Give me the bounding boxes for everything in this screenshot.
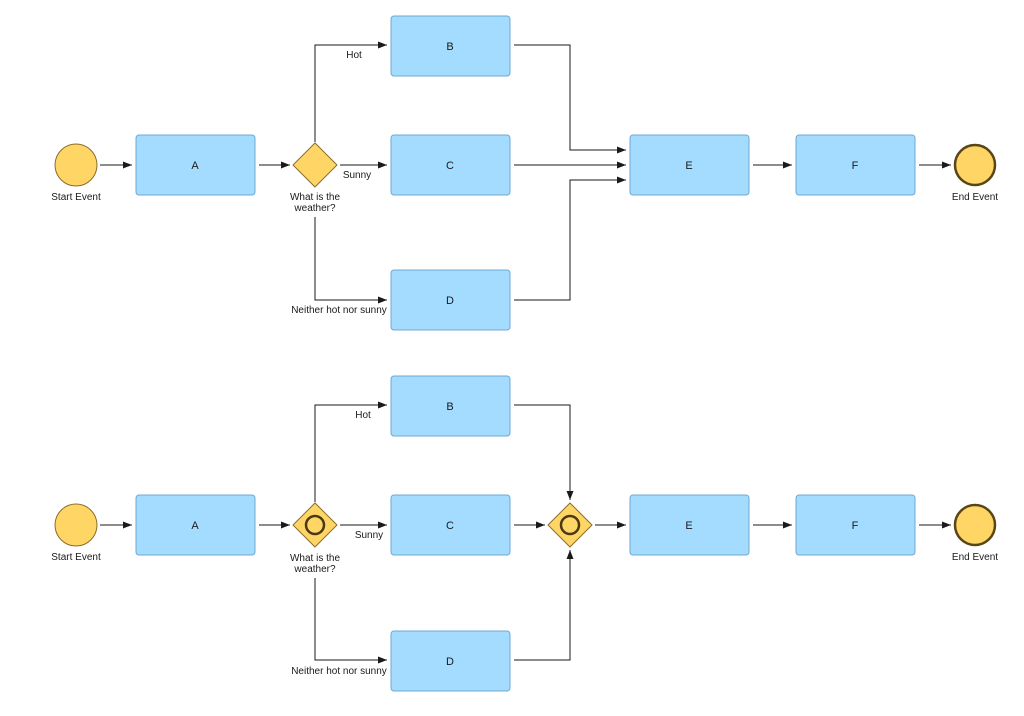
flow-gateway-to-d[interactable] — [314, 217, 387, 304]
gateway-question-line1: What is the — [290, 553, 340, 564]
task-a-label: A — [191, 160, 199, 172]
end-event[interactable]: End Event — [952, 503, 998, 563]
task-b-label: B — [446, 401, 453, 413]
task-f-box[interactable] — [795, 134, 916, 196]
task-d-box[interactable] — [390, 630, 511, 692]
task-a-box[interactable] — [135, 494, 256, 556]
gateway-question-line1: What is the — [290, 192, 340, 203]
inclusive-gateway-icon[interactable] — [547, 502, 593, 548]
task-e-box[interactable] — [629, 494, 750, 556]
flow-label-sunny: Sunny — [343, 170, 371, 181]
task-e[interactable]: E — [629, 134, 750, 196]
end-event[interactable]: End Event — [952, 143, 998, 203]
sequence-flows — [100, 401, 951, 664]
task-c-label: C — [446, 160, 454, 172]
diagram-exclusive: Start Event A What is the weather? B C D — [51, 15, 998, 331]
flow-label-neither: Neither hot nor sunny — [291, 666, 387, 677]
task-c-box[interactable] — [390, 494, 511, 556]
task-e-label: E — [685, 520, 692, 532]
flow-d-to-e[interactable] — [514, 176, 626, 301]
task-f-label: F — [852, 520, 859, 532]
task-c[interactable]: C — [390, 134, 511, 196]
gateway-question-line2: weather? — [293, 564, 336, 575]
task-d-label: D — [446, 295, 454, 307]
task-f-label: F — [852, 160, 859, 172]
flow-gateway-to-d[interactable] — [314, 578, 387, 664]
task-b[interactable]: B — [390, 15, 511, 77]
start-event[interactable]: Start Event — [51, 143, 101, 203]
task-c-box[interactable] — [390, 134, 511, 196]
flow-label-hot: Hot — [346, 50, 362, 61]
split-gateway[interactable]: What is the weather? — [290, 502, 340, 575]
flow-gateway-to-b[interactable] — [314, 41, 387, 142]
task-b-box[interactable] — [390, 15, 511, 77]
flow-label-hot: Hot — [355, 410, 371, 421]
task-f-box[interactable] — [795, 494, 916, 556]
start-event-label: Start Event — [51, 552, 101, 563]
task-e-label: E — [685, 160, 692, 172]
task-f[interactable]: F — [795, 494, 916, 556]
task-a[interactable]: A — [135, 494, 256, 556]
task-f[interactable]: F — [795, 134, 916, 196]
task-a-label: A — [191, 520, 199, 532]
inclusive-gateway-ring-icon — [304, 514, 326, 536]
task-b[interactable]: B — [390, 375, 511, 437]
flow-label-neither: Neither hot nor sunny — [291, 305, 387, 316]
end-event-circle-icon[interactable] — [953, 143, 997, 187]
flow-label-sunny: Sunny — [355, 530, 383, 541]
end-event-label: End Event — [952, 552, 998, 563]
end-event-circle-icon[interactable] — [953, 503, 997, 547]
task-b-box[interactable] — [390, 375, 511, 437]
exclusive-gateway-icon[interactable] — [292, 142, 338, 188]
task-d-box[interactable] — [390, 269, 511, 331]
task-d[interactable]: D — [390, 269, 511, 331]
flow-b-to-join[interactable] — [514, 404, 574, 500]
task-a-box[interactable] — [135, 134, 256, 196]
inclusive-gateway-icon[interactable] — [292, 502, 338, 548]
start-event[interactable]: Start Event — [51, 503, 101, 563]
diagram-inclusive: Start Event A What is the weather? B C D — [51, 375, 998, 692]
end-event-label: End Event — [952, 192, 998, 203]
split-gateway[interactable]: What is the weather? — [290, 142, 340, 214]
flow-d-to-join[interactable] — [514, 550, 574, 661]
flow-gateway-to-b[interactable] — [314, 401, 387, 502]
join-gateway[interactable] — [547, 502, 593, 548]
task-a[interactable]: A — [135, 134, 256, 196]
flow-b-to-e[interactable] — [514, 44, 626, 154]
task-e-box[interactable] — [629, 134, 750, 196]
sequence-flows — [100, 41, 951, 304]
task-e[interactable]: E — [629, 494, 750, 556]
gateway-question-line2: weather? — [293, 203, 336, 214]
inclusive-gateway-ring-icon — [559, 514, 581, 536]
start-event-circle-icon[interactable] — [54, 143, 98, 187]
task-d[interactable]: D — [390, 630, 511, 692]
task-d-label: D — [446, 656, 454, 668]
task-c-label: C — [446, 520, 454, 532]
task-c[interactable]: C — [390, 494, 511, 556]
task-b-label: B — [446, 41, 453, 53]
start-event-circle-icon[interactable] — [54, 503, 98, 547]
start-event-label: Start Event — [51, 192, 101, 203]
